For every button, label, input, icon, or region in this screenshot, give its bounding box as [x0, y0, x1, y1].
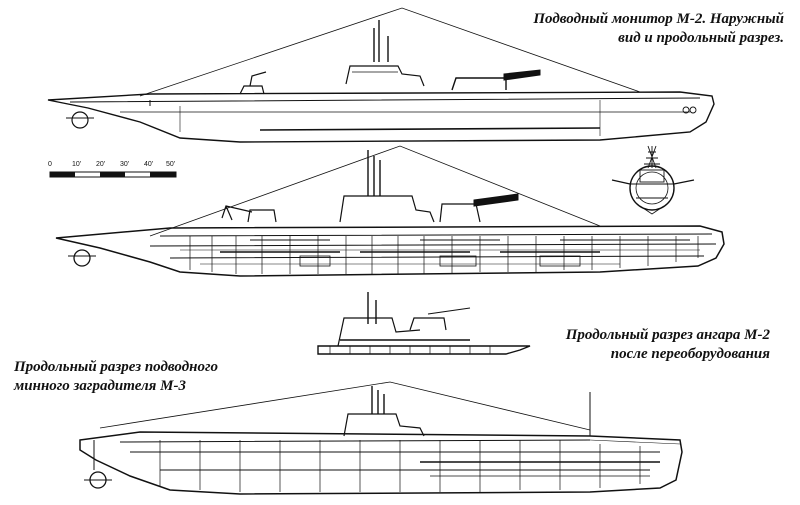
- m2-title: Подводный монитор М-2. Наружный вид и пр…: [533, 10, 784, 48]
- scale-tick-50: 50': [166, 161, 175, 168]
- hangar-caption-line1: Продольный разрез ангара М-2: [565, 327, 770, 343]
- scale-tick-20: 20': [96, 161, 105, 168]
- m2-title-line2: вид и продольный разрез.: [618, 30, 784, 46]
- scale-tick-30: 30': [120, 161, 129, 168]
- m3-caption-line2: минного заградителя М-3: [14, 378, 186, 394]
- m3-caption-line1: Продольный разрез подводного: [14, 359, 219, 375]
- m3-caption: Продольный разрез подводного минного заг…: [14, 358, 218, 396]
- scale-tick-40: 40': [144, 161, 153, 168]
- hangar-section: [317, 292, 531, 355]
- scale-bar: 0 10' 20' 30' 40' 50': [48, 161, 177, 178]
- m2-title-line1: Подводный монитор М-2. Наружный: [533, 11, 784, 27]
- hangar-caption-line2: после переоборудования: [610, 346, 770, 362]
- hangar-caption: Продольный разрез ангара М-2 после перео…: [566, 326, 770, 364]
- m2-external-view: [47, 7, 715, 143]
- m2-longitudinal-section: [55, 145, 725, 277]
- scale-tick-10: 10': [72, 161, 81, 168]
- scale-tick-0: 0: [48, 161, 52, 168]
- m2-cross-section: [611, 145, 695, 215]
- m3-minelayer-section: [79, 381, 683, 495]
